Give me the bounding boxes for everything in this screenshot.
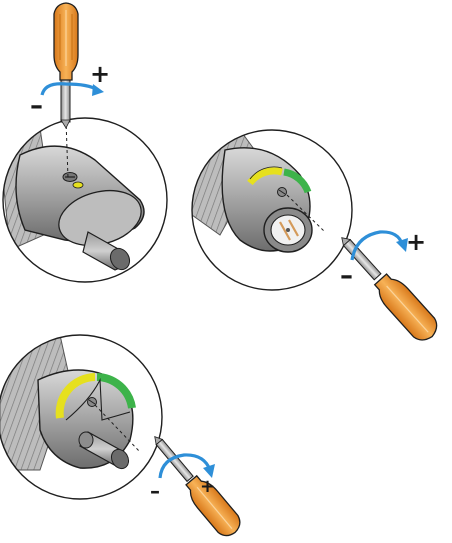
screwdriver-icon (53, 2, 79, 129)
sensor-angled-view (0, 335, 162, 499)
panel-top-right: + – (191, 129, 438, 341)
sensor-front-view (192, 130, 352, 290)
plus-sign: + (200, 476, 215, 497)
magnify-circle (191, 129, 353, 291)
plus-sign: + (406, 228, 426, 256)
magnify-circle (2, 117, 168, 283)
panel-bottom-left: + – (0, 334, 241, 537)
rotation-arrow-icon (350, 230, 408, 261)
plus-sign: + (90, 60, 110, 88)
minus-sign: – (340, 261, 353, 291)
rotation-arrow-icon (158, 453, 215, 479)
minus-sign: – (30, 91, 43, 121)
panel-top-left: + – (2, 2, 168, 283)
sensor-side-view (3, 118, 167, 282)
magnify-circle (0, 334, 163, 500)
minus-sign: – (150, 479, 160, 503)
screwdriver-icon (341, 237, 438, 341)
screwdriver-icon (154, 436, 241, 537)
rotation-arrow-icon (40, 82, 104, 96)
